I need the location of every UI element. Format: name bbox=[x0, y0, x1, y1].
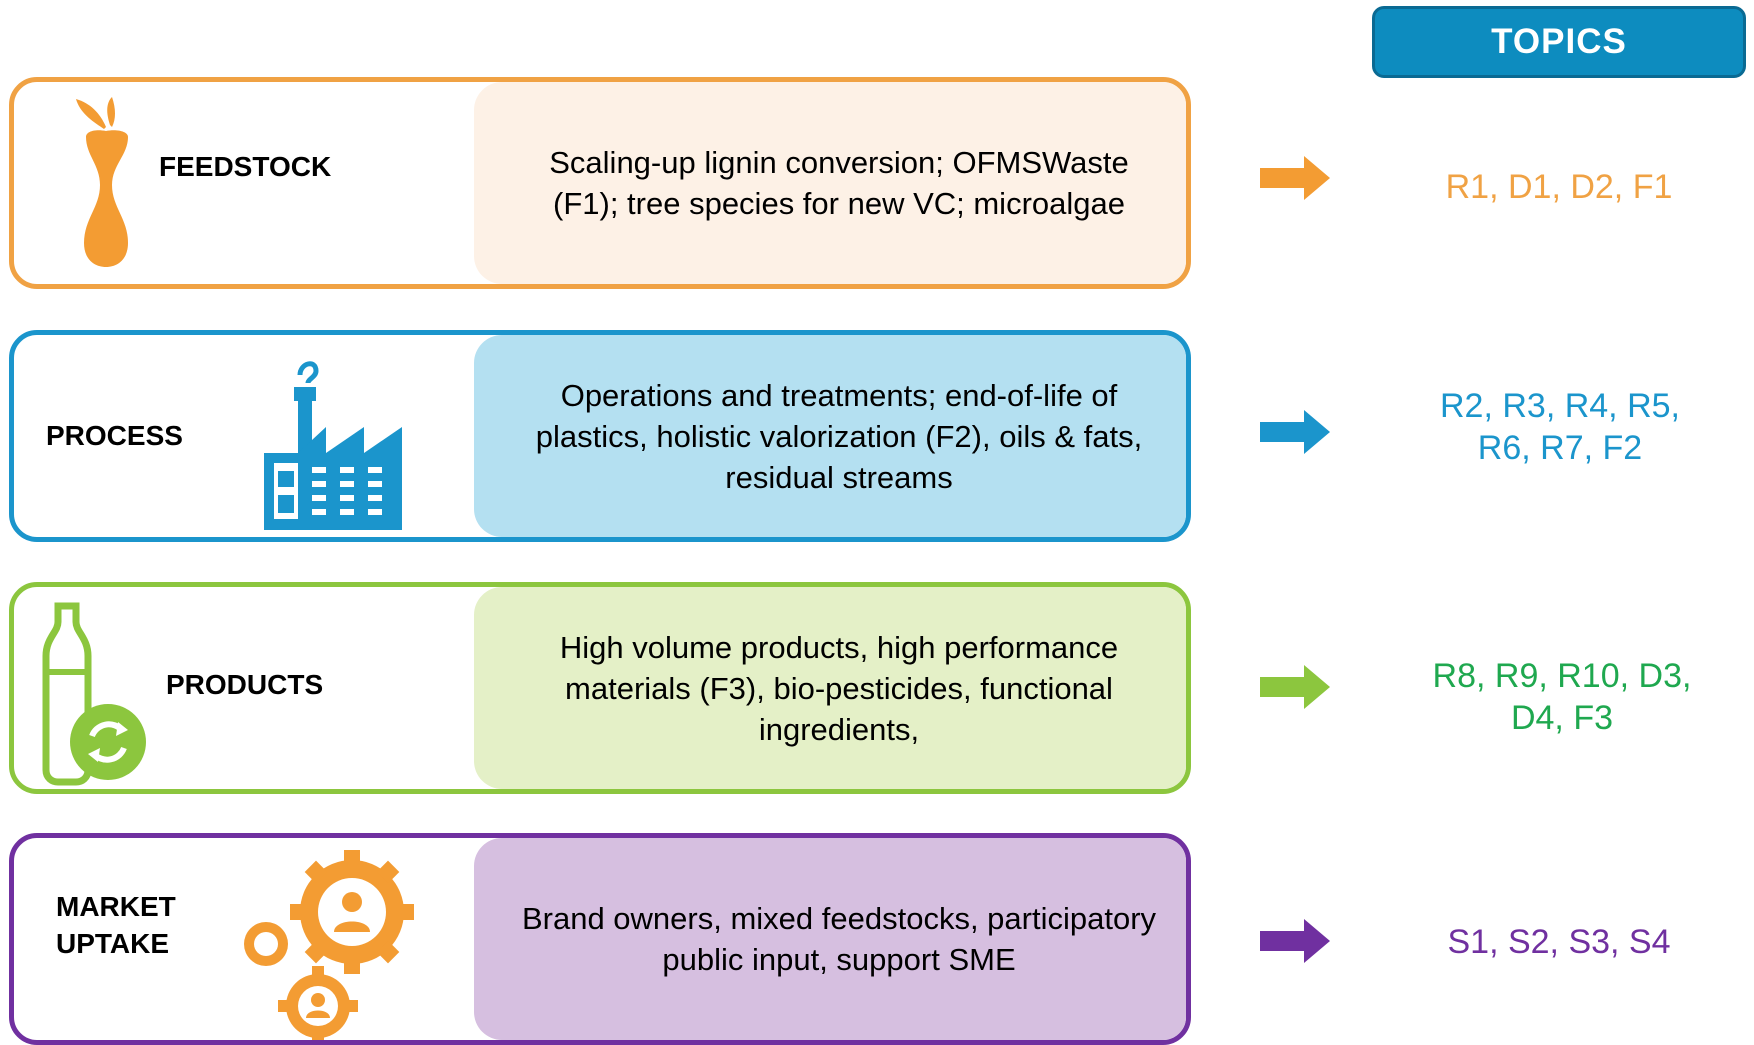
market-description: Brand owners, mixed feedstocks, particip… bbox=[474, 838, 1186, 1040]
process-arrow-icon bbox=[1260, 410, 1330, 454]
feedstock-topics: R1, D1, D2, F1 bbox=[1445, 168, 1673, 206]
process-row: PROCESS Operations and treatments; end-o… bbox=[9, 330, 1191, 542]
feedstock-row: FEEDSTOCK Scaling-up lignin conversion; … bbox=[9, 77, 1191, 289]
feedstock-description: Scaling-up lignin conversion; OFMSWaste … bbox=[474, 82, 1186, 284]
products-row: PRODUCTS High volume products, high perf… bbox=[9, 582, 1191, 794]
recycled-bottle-icon bbox=[36, 602, 146, 787]
apple-core-icon bbox=[66, 95, 146, 275]
market-label: MARKET UPTAKE bbox=[56, 891, 176, 959]
factory-icon bbox=[264, 345, 404, 530]
process-topics: R2, R3, R4, R5, R6, R7, F2 bbox=[1440, 387, 1680, 467]
topics-header: TOPICS bbox=[1372, 6, 1746, 78]
products-arrow-icon bbox=[1260, 665, 1330, 709]
market-arrow-icon bbox=[1260, 919, 1330, 963]
products-topics: R8, R9, R10, D3, D4, F3 bbox=[1432, 657, 1692, 737]
process-description: Operations and treatments; end-of-life o… bbox=[474, 335, 1186, 537]
process-label: PROCESS bbox=[46, 420, 183, 451]
feedstock-label: FEEDSTOCK bbox=[159, 151, 332, 182]
market-row: MARKET UPTAKE bbox=[9, 833, 1191, 1045]
products-label: PRODUCTS bbox=[166, 669, 324, 700]
gears-people-icon bbox=[242, 846, 422, 1040]
market-topics: S1, S2, S3, S4 bbox=[1447, 923, 1671, 961]
feedstock-arrow-icon bbox=[1260, 156, 1330, 200]
products-description: High volume products, high performance m… bbox=[474, 587, 1186, 789]
